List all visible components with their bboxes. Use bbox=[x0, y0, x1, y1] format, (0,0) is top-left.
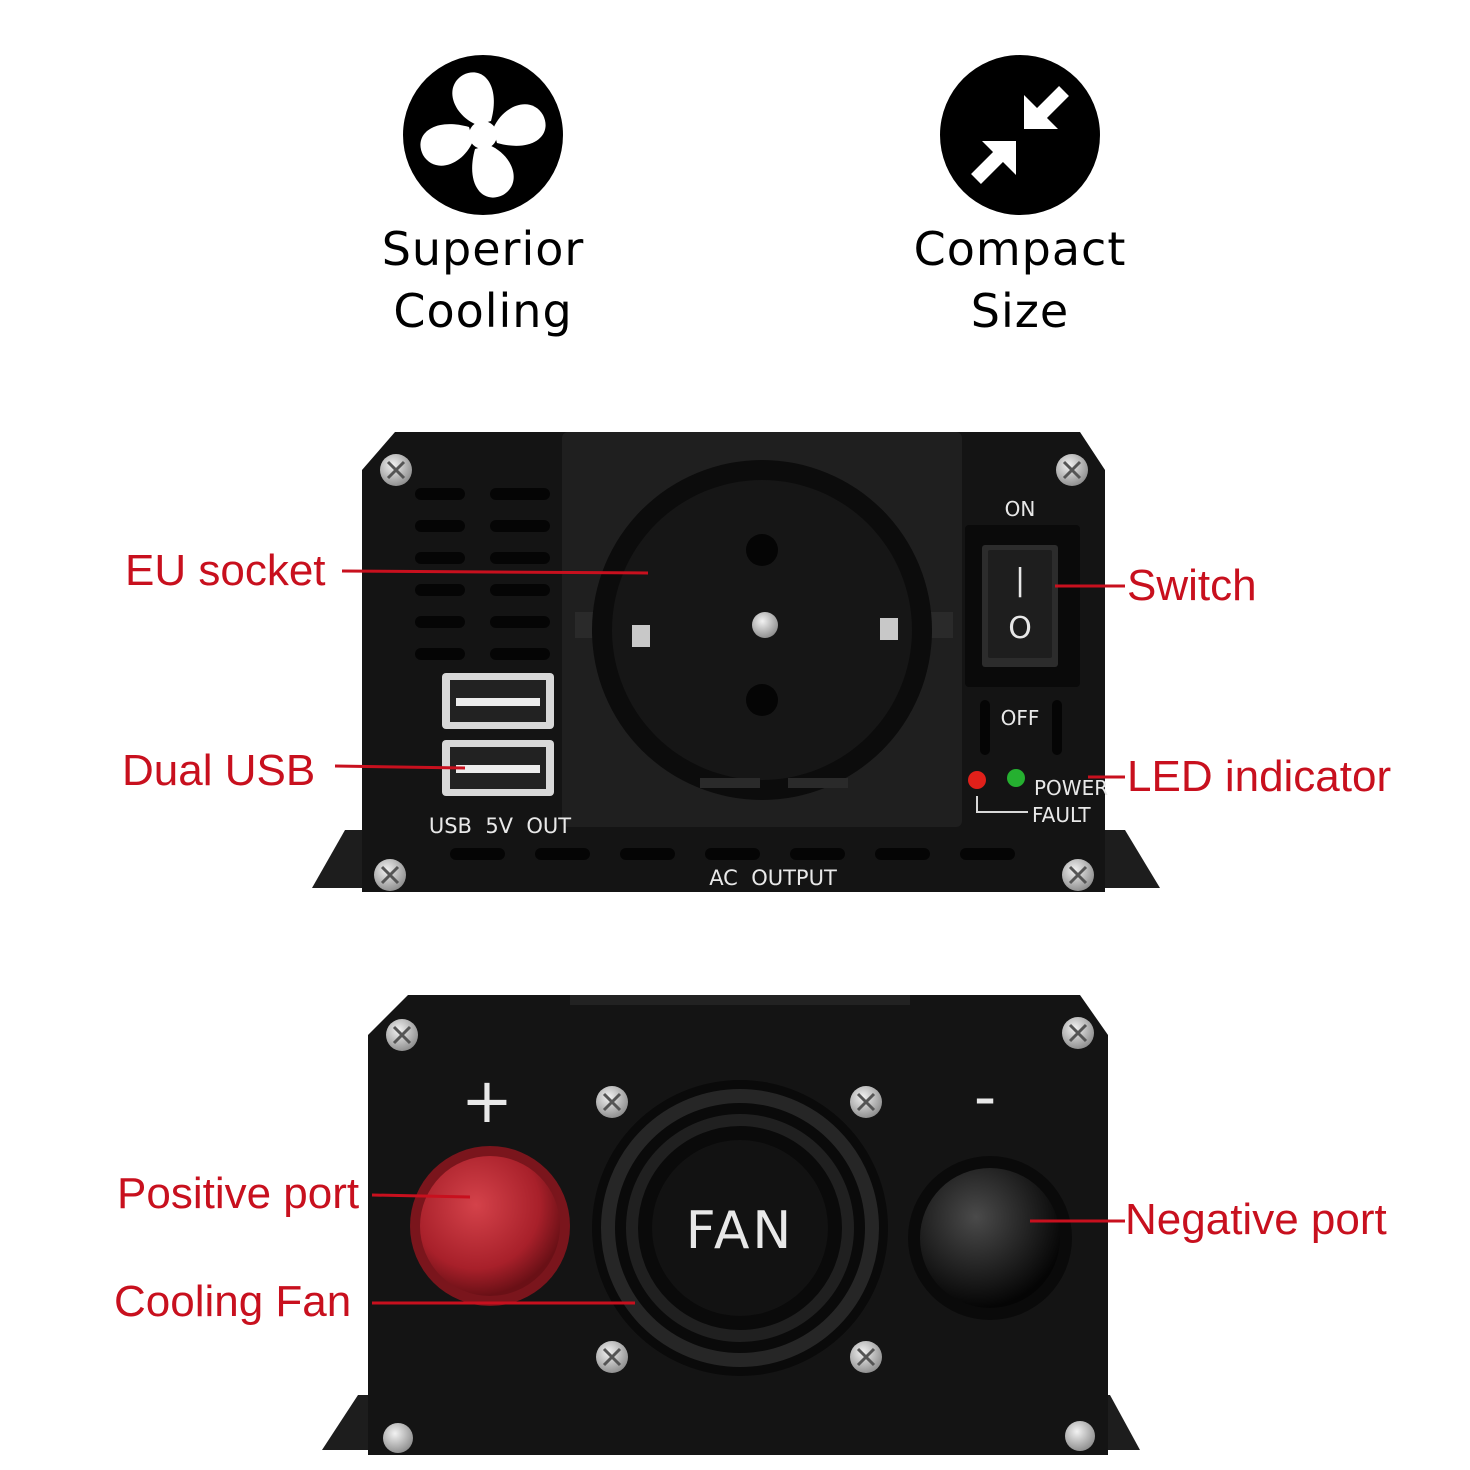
front-vents-bottom bbox=[450, 848, 1015, 860]
usb-ports bbox=[442, 673, 554, 796]
fault-led-label: FAULT bbox=[1032, 803, 1091, 827]
leader-positive-port bbox=[371, 1193, 471, 1199]
switch-on-label: ON bbox=[1005, 497, 1036, 521]
switch-off-label: OFF bbox=[1001, 706, 1040, 730]
callout-dual-usb: Dual USB bbox=[122, 746, 316, 795]
compress-arrows-icon bbox=[940, 55, 1100, 215]
leader-dual-usb bbox=[334, 764, 466, 770]
power-led bbox=[1007, 769, 1025, 787]
fan-label: FAN bbox=[686, 1201, 795, 1261]
callout-negative-port: Negative port bbox=[1125, 1195, 1387, 1244]
callout-switch: Switch bbox=[1127, 561, 1257, 610]
power-switch[interactable] bbox=[965, 525, 1080, 687]
usb-out-label: USB 5V OUT bbox=[429, 814, 571, 838]
fan-icon bbox=[403, 55, 563, 215]
positive-symbol: + bbox=[461, 1064, 513, 1137]
cooling-fan bbox=[592, 1080, 888, 1376]
rear-panel: FAN + - bbox=[322, 995, 1140, 1455]
feature-label-line1: Superior bbox=[381, 222, 585, 276]
negative-terminal[interactable] bbox=[908, 1156, 1072, 1320]
negative-symbol: - bbox=[974, 1060, 996, 1133]
feature-superior-cooling: Superior Cooling bbox=[343, 55, 623, 339]
front-panel: ON | O OFF POWER FAULT USB 5V OUT AC OUT… bbox=[312, 432, 1160, 892]
feature-label-line2: Cooling bbox=[393, 284, 573, 338]
feature-label-line1: Compact bbox=[913, 222, 1127, 276]
eu-socket bbox=[575, 460, 953, 800]
callout-cooling-fan: Cooling Fan bbox=[114, 1277, 352, 1326]
feature-compact-size: Compact Size bbox=[880, 55, 1160, 339]
switch-off-symbol: O bbox=[1008, 611, 1032, 646]
fault-bracket bbox=[976, 796, 1028, 813]
front-vents-left bbox=[415, 488, 550, 660]
callout-eu-socket: EU socket bbox=[125, 546, 326, 595]
switch-on-symbol: | bbox=[1015, 563, 1025, 598]
rear-screws bbox=[383, 1017, 1095, 1453]
power-led-label: POWER bbox=[1034, 776, 1108, 800]
callout-positive-port: Positive port bbox=[117, 1169, 360, 1218]
leader-eu-socket bbox=[341, 569, 649, 575]
callout-led-indicator: LED indicator bbox=[1127, 752, 1392, 801]
front-screws bbox=[374, 454, 1094, 891]
positive-terminal[interactable] bbox=[410, 1146, 570, 1306]
leader-lines bbox=[334, 569, 1125, 1305]
feature-label-line2: Size bbox=[970, 284, 1070, 338]
fault-led bbox=[968, 771, 986, 789]
ac-output-label: AC OUTPUT bbox=[709, 866, 837, 890]
